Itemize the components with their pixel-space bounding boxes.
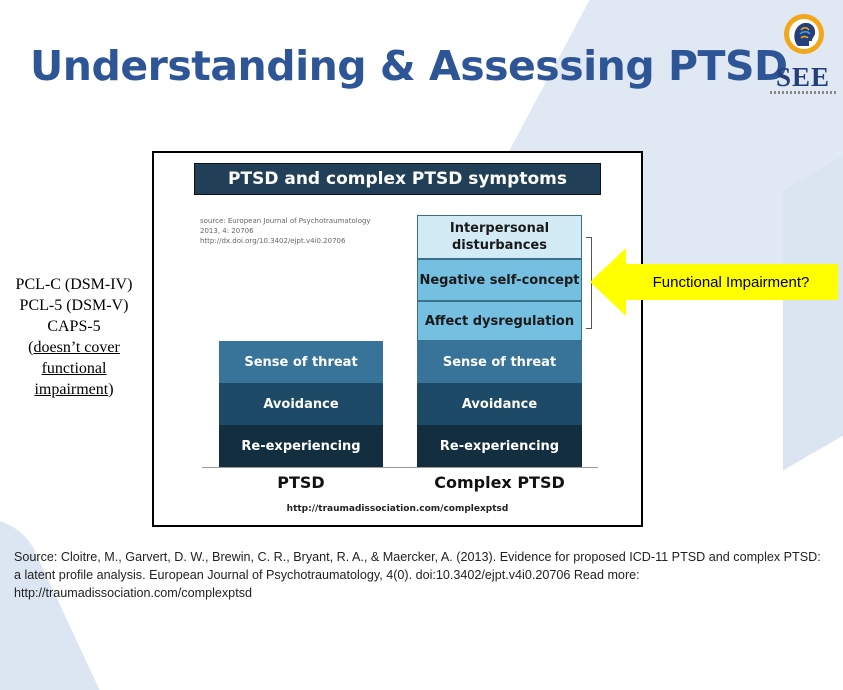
tool-pcl-c: PCL-C (DSM-IV) xyxy=(15,276,133,293)
logo-text: SEE xyxy=(775,62,831,92)
tool-caps-5: CAPS-5 xyxy=(47,318,101,335)
complex-block-sense-of-threat: Sense of threat xyxy=(417,341,582,383)
figure-baseline xyxy=(202,467,598,468)
callout-text: Functional Impairment? xyxy=(652,273,810,291)
complex-ptsd-label: Complex PTSD xyxy=(434,473,565,492)
functional-impairment-callout: Functional Impairment? xyxy=(590,248,838,316)
ptsd-symptoms-figure: PTSD and complex PTSD symptoms source: E… xyxy=(152,151,643,527)
ptsd-block-sense-of-threat: Sense of threat xyxy=(219,341,383,383)
see-logo: SEE xyxy=(766,12,840,102)
ptsd-column: Sense of threat Avoidance Re-experiencin… xyxy=(219,341,383,467)
tool-note: (doesn’t cover xyxy=(28,339,120,356)
background-shape-bottom-left xyxy=(0,520,100,690)
figure-source-note: source: European Journal of Psychotrauma… xyxy=(200,217,371,245)
complex-block-avoidance: Avoidance xyxy=(417,383,582,425)
ptsd-label: PTSD xyxy=(277,473,325,492)
slide-title: Understanding & Assessing PTSD xyxy=(30,42,788,90)
complex-block-re-experiencing: Re-experiencing xyxy=(417,425,582,467)
ptsd-block-re-experiencing: Re-experiencing xyxy=(219,425,383,467)
note-underlined-2: functional xyxy=(41,360,107,377)
logo-tagline xyxy=(770,91,838,94)
ptsd-block-avoidance: Avoidance xyxy=(219,383,383,425)
complex-block-interpersonal: Interpersonal disturbances xyxy=(417,215,582,259)
tool-pcl-5: PCL-5 (DSM-V) xyxy=(19,297,129,314)
note-underlined-1: doesn’t cover xyxy=(33,339,120,356)
left-arrow-icon xyxy=(590,248,838,316)
source-citation: Source: Cloitre, M., Garvert, D. W., Bre… xyxy=(14,550,821,600)
complex-block-affect-dysregulation: Affect dysregulation xyxy=(417,301,582,341)
figure-url: http://traumadissociation.com/complexpts… xyxy=(286,504,509,514)
figure-header: PTSD and complex PTSD symptoms xyxy=(194,163,601,195)
complex-block-negative-self-concept: Negative self-concept xyxy=(417,259,582,301)
sun-head-icon xyxy=(784,14,824,54)
complex-ptsd-column: Interpersonal disturbances Negative self… xyxy=(417,215,582,467)
note-underlined-3: impairment xyxy=(34,381,109,398)
assessment-tools-list: PCL-C (DSM-IV) PCL-5 (DSM-V) CAPS-5 (doe… xyxy=(4,274,144,400)
tool-note-end: impairment) xyxy=(34,381,114,398)
